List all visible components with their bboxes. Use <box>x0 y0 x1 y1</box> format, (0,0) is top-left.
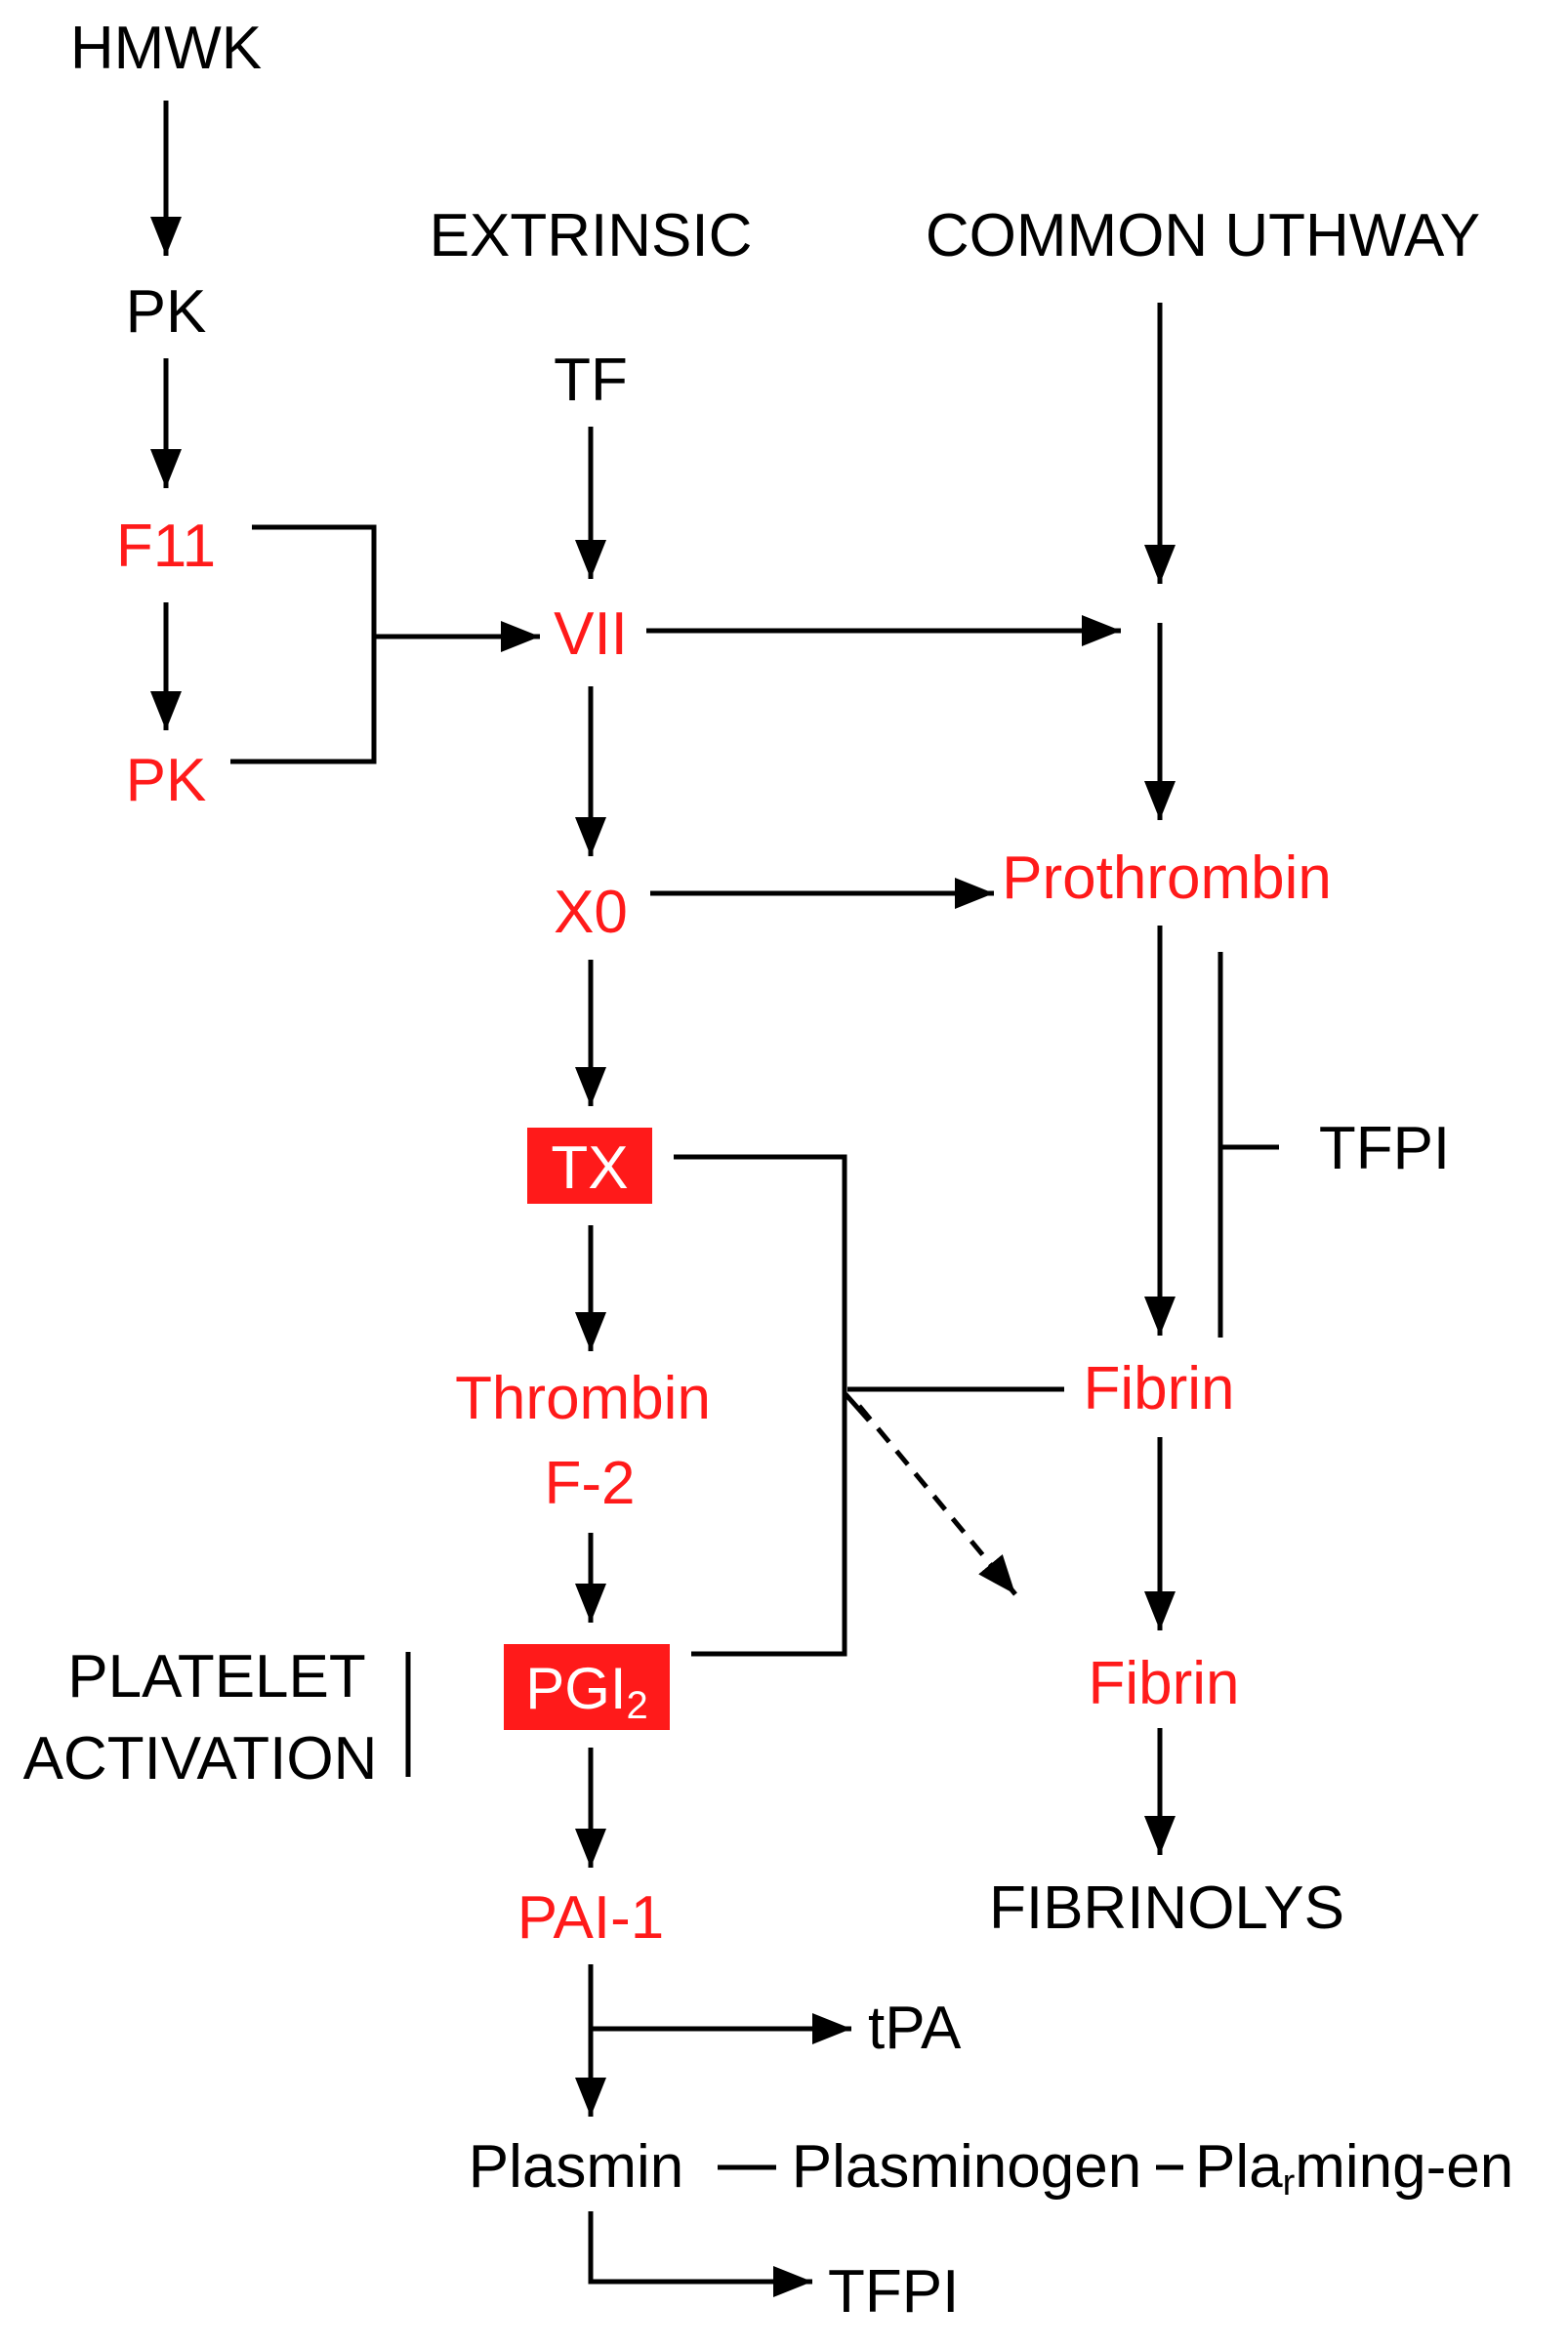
header-extrinsic: EXTRINSIC <box>430 202 753 269</box>
node-plarming-en: Plarming-en <box>1195 2133 1513 2204</box>
node-fibrin-lower: Fibrin <box>1088 1650 1239 1717</box>
node-tfpi-bottom: TFPI <box>828 2258 959 2326</box>
node-tx: TX <box>551 1134 628 1202</box>
node-tfpi-side: TFPI <box>1319 1115 1450 1182</box>
node-pk-top: PK <box>126 278 207 346</box>
node-fibrin-upper: Fibrin <box>1083 1355 1234 1422</box>
node-hmwk: HMWK <box>70 15 262 82</box>
node-plasmin: Plasmin <box>469 2133 684 2201</box>
bracket-tx-pgi2 <box>674 1154 847 1657</box>
label-platelet: PLATELET <box>67 1643 366 1710</box>
label-activation: ACTIVATION <box>23 1725 378 1792</box>
node-pgi2-box <box>504 1644 670 1730</box>
node-f2: F-2 <box>545 1450 636 1517</box>
header-common-pathway: COMMON UTHWAY <box>926 202 1480 269</box>
dashed-arrow-to-fibrin <box>857 1404 1017 1596</box>
node-vii: VII <box>554 600 628 668</box>
node-fibrinolys: FIBRINOLYS <box>989 1874 1344 1942</box>
node-pk-red: PK <box>126 747 207 814</box>
node-tx-box <box>527 1128 652 1204</box>
node-x0: X0 <box>554 879 628 946</box>
arrow-plasmin-tfpi <box>588 2211 812 2297</box>
node-thrombin: Thrombin <box>455 1365 711 1432</box>
node-pgi2: PGI2 <box>525 1656 648 1727</box>
node-f11: F11 <box>116 513 216 580</box>
bracket-f11-pk <box>230 524 377 764</box>
node-plasminogen: Plasminogen <box>792 2133 1141 2201</box>
node-tpa: tPA <box>868 1995 962 2062</box>
node-prothrombin: Prothrombin <box>1002 844 1332 912</box>
node-tf: TF <box>554 347 628 414</box>
node-pai1: PAI-1 <box>517 1884 664 1952</box>
